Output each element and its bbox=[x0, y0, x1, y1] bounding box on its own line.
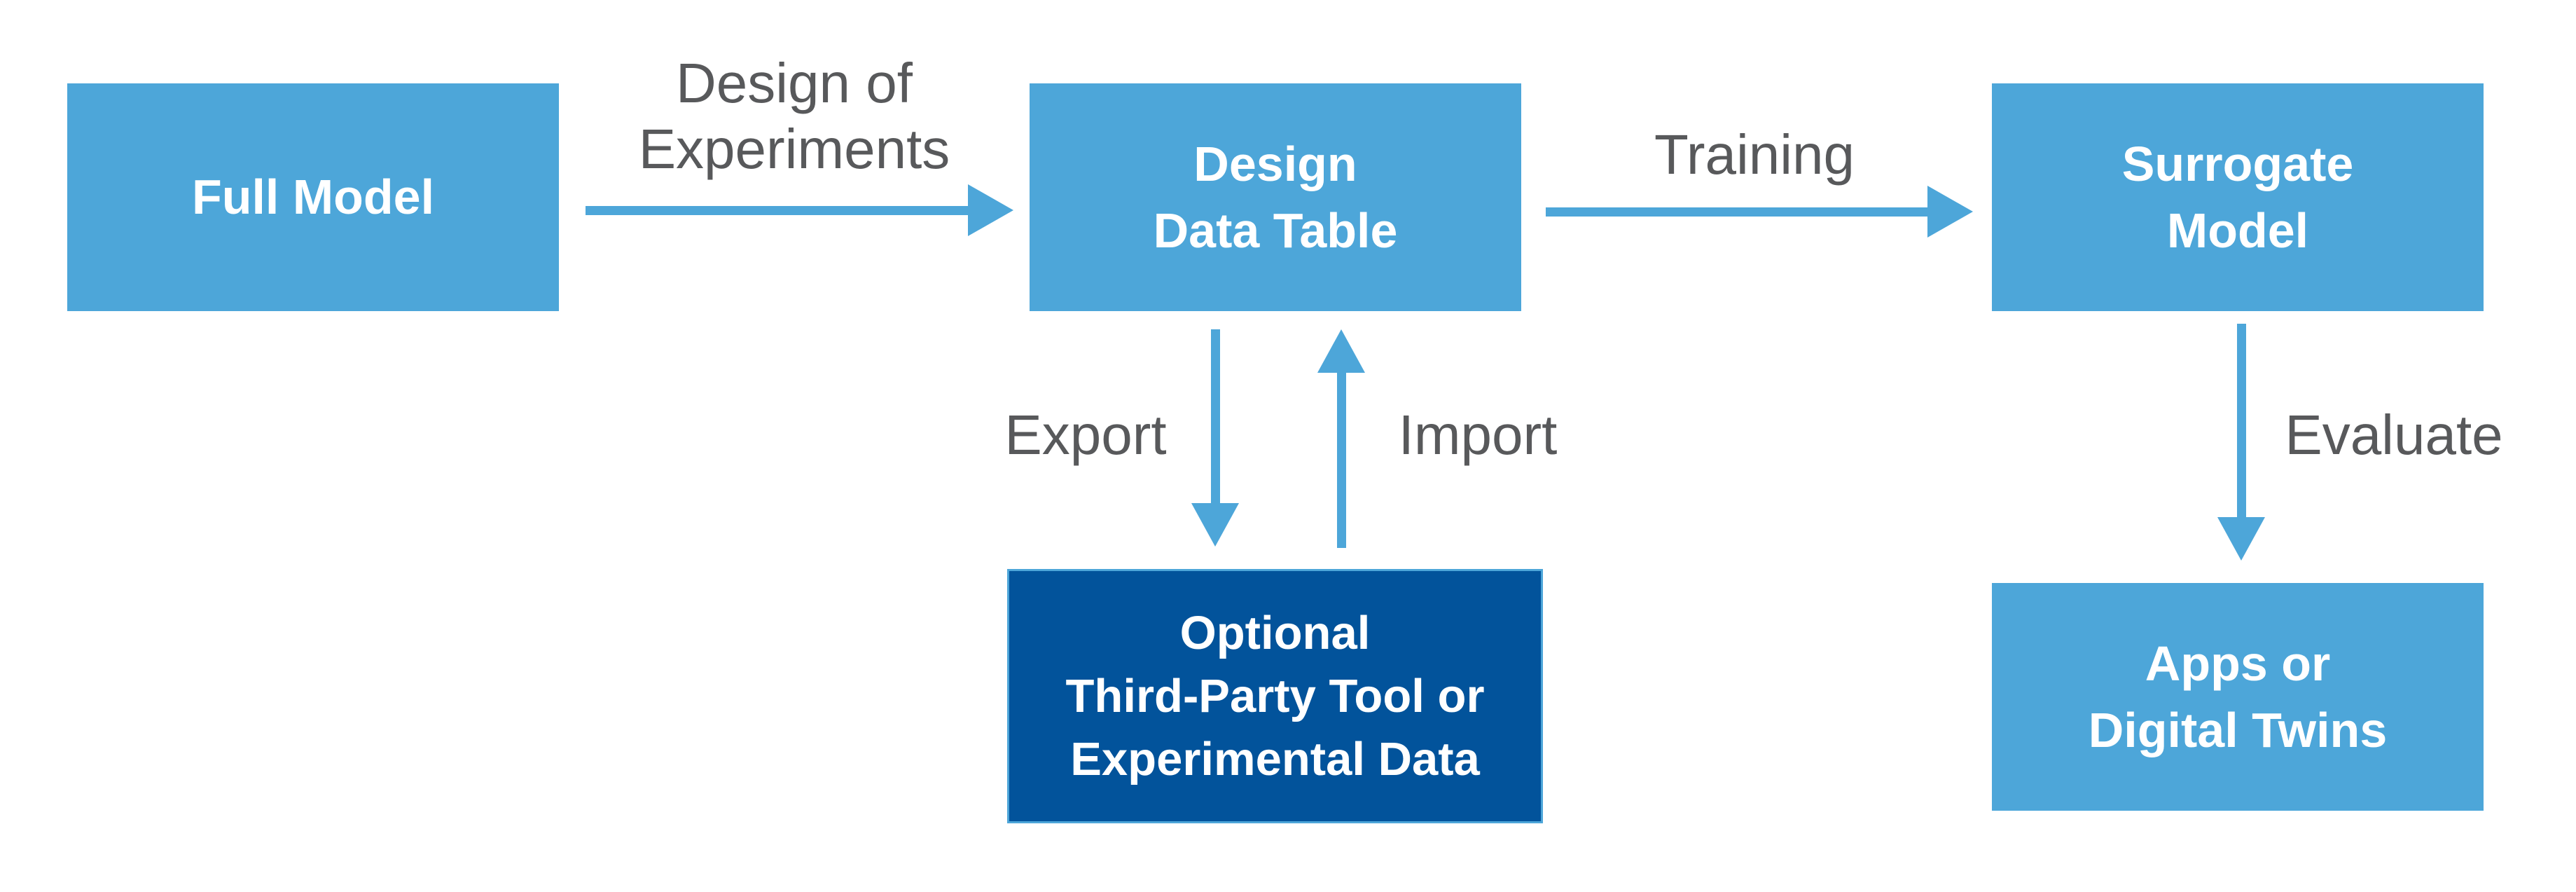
node-label-line: Apps or bbox=[2145, 636, 2331, 691]
node-label-line: Third-Party Tool or bbox=[1065, 669, 1485, 722]
node-third-party-tool: Optional Third-Party Tool or Experimenta… bbox=[1007, 569, 1543, 823]
node-label-line: Experimental Data bbox=[1070, 732, 1480, 785]
arrow-line bbox=[1337, 373, 1346, 548]
arrow-head bbox=[1317, 329, 1365, 373]
arrow-line bbox=[1211, 329, 1220, 503]
label-training: Training bbox=[1654, 123, 1855, 186]
label-export: Export bbox=[1004, 404, 1167, 466]
label-evaluate: Evaluate bbox=[2285, 404, 2503, 466]
label-design-of-experiments: Design of Experiments bbox=[638, 52, 950, 180]
label-import: Import bbox=[1398, 404, 1558, 466]
node-apps-digital-twins: Apps or Digital Twins bbox=[1992, 583, 2484, 811]
node-label-line: Model bbox=[2166, 203, 2309, 258]
node-label-line: Optional bbox=[1179, 606, 1371, 659]
node-full-model: Full Model bbox=[67, 83, 559, 311]
node-label-line: Digital Twins bbox=[2088, 702, 2388, 757]
arrow-head bbox=[2217, 517, 2265, 561]
arrow-line bbox=[1546, 207, 1927, 217]
arrow-head bbox=[1191, 503, 1239, 547]
arrow-line bbox=[586, 206, 968, 215]
node-surrogate-model: Surrogate Model bbox=[1992, 83, 2484, 311]
arrow-head bbox=[968, 184, 1013, 236]
node-label-line: Full Model bbox=[191, 170, 435, 224]
arrow-line bbox=[2237, 324, 2246, 517]
node-label-line: Design bbox=[1193, 136, 1357, 191]
node-label-line: Data Table bbox=[1153, 203, 1398, 258]
arrow-head bbox=[1927, 186, 1973, 238]
node-design-data-table: Design Data Table bbox=[1030, 83, 1521, 311]
node-label-line: Surrogate bbox=[2121, 136, 2354, 191]
